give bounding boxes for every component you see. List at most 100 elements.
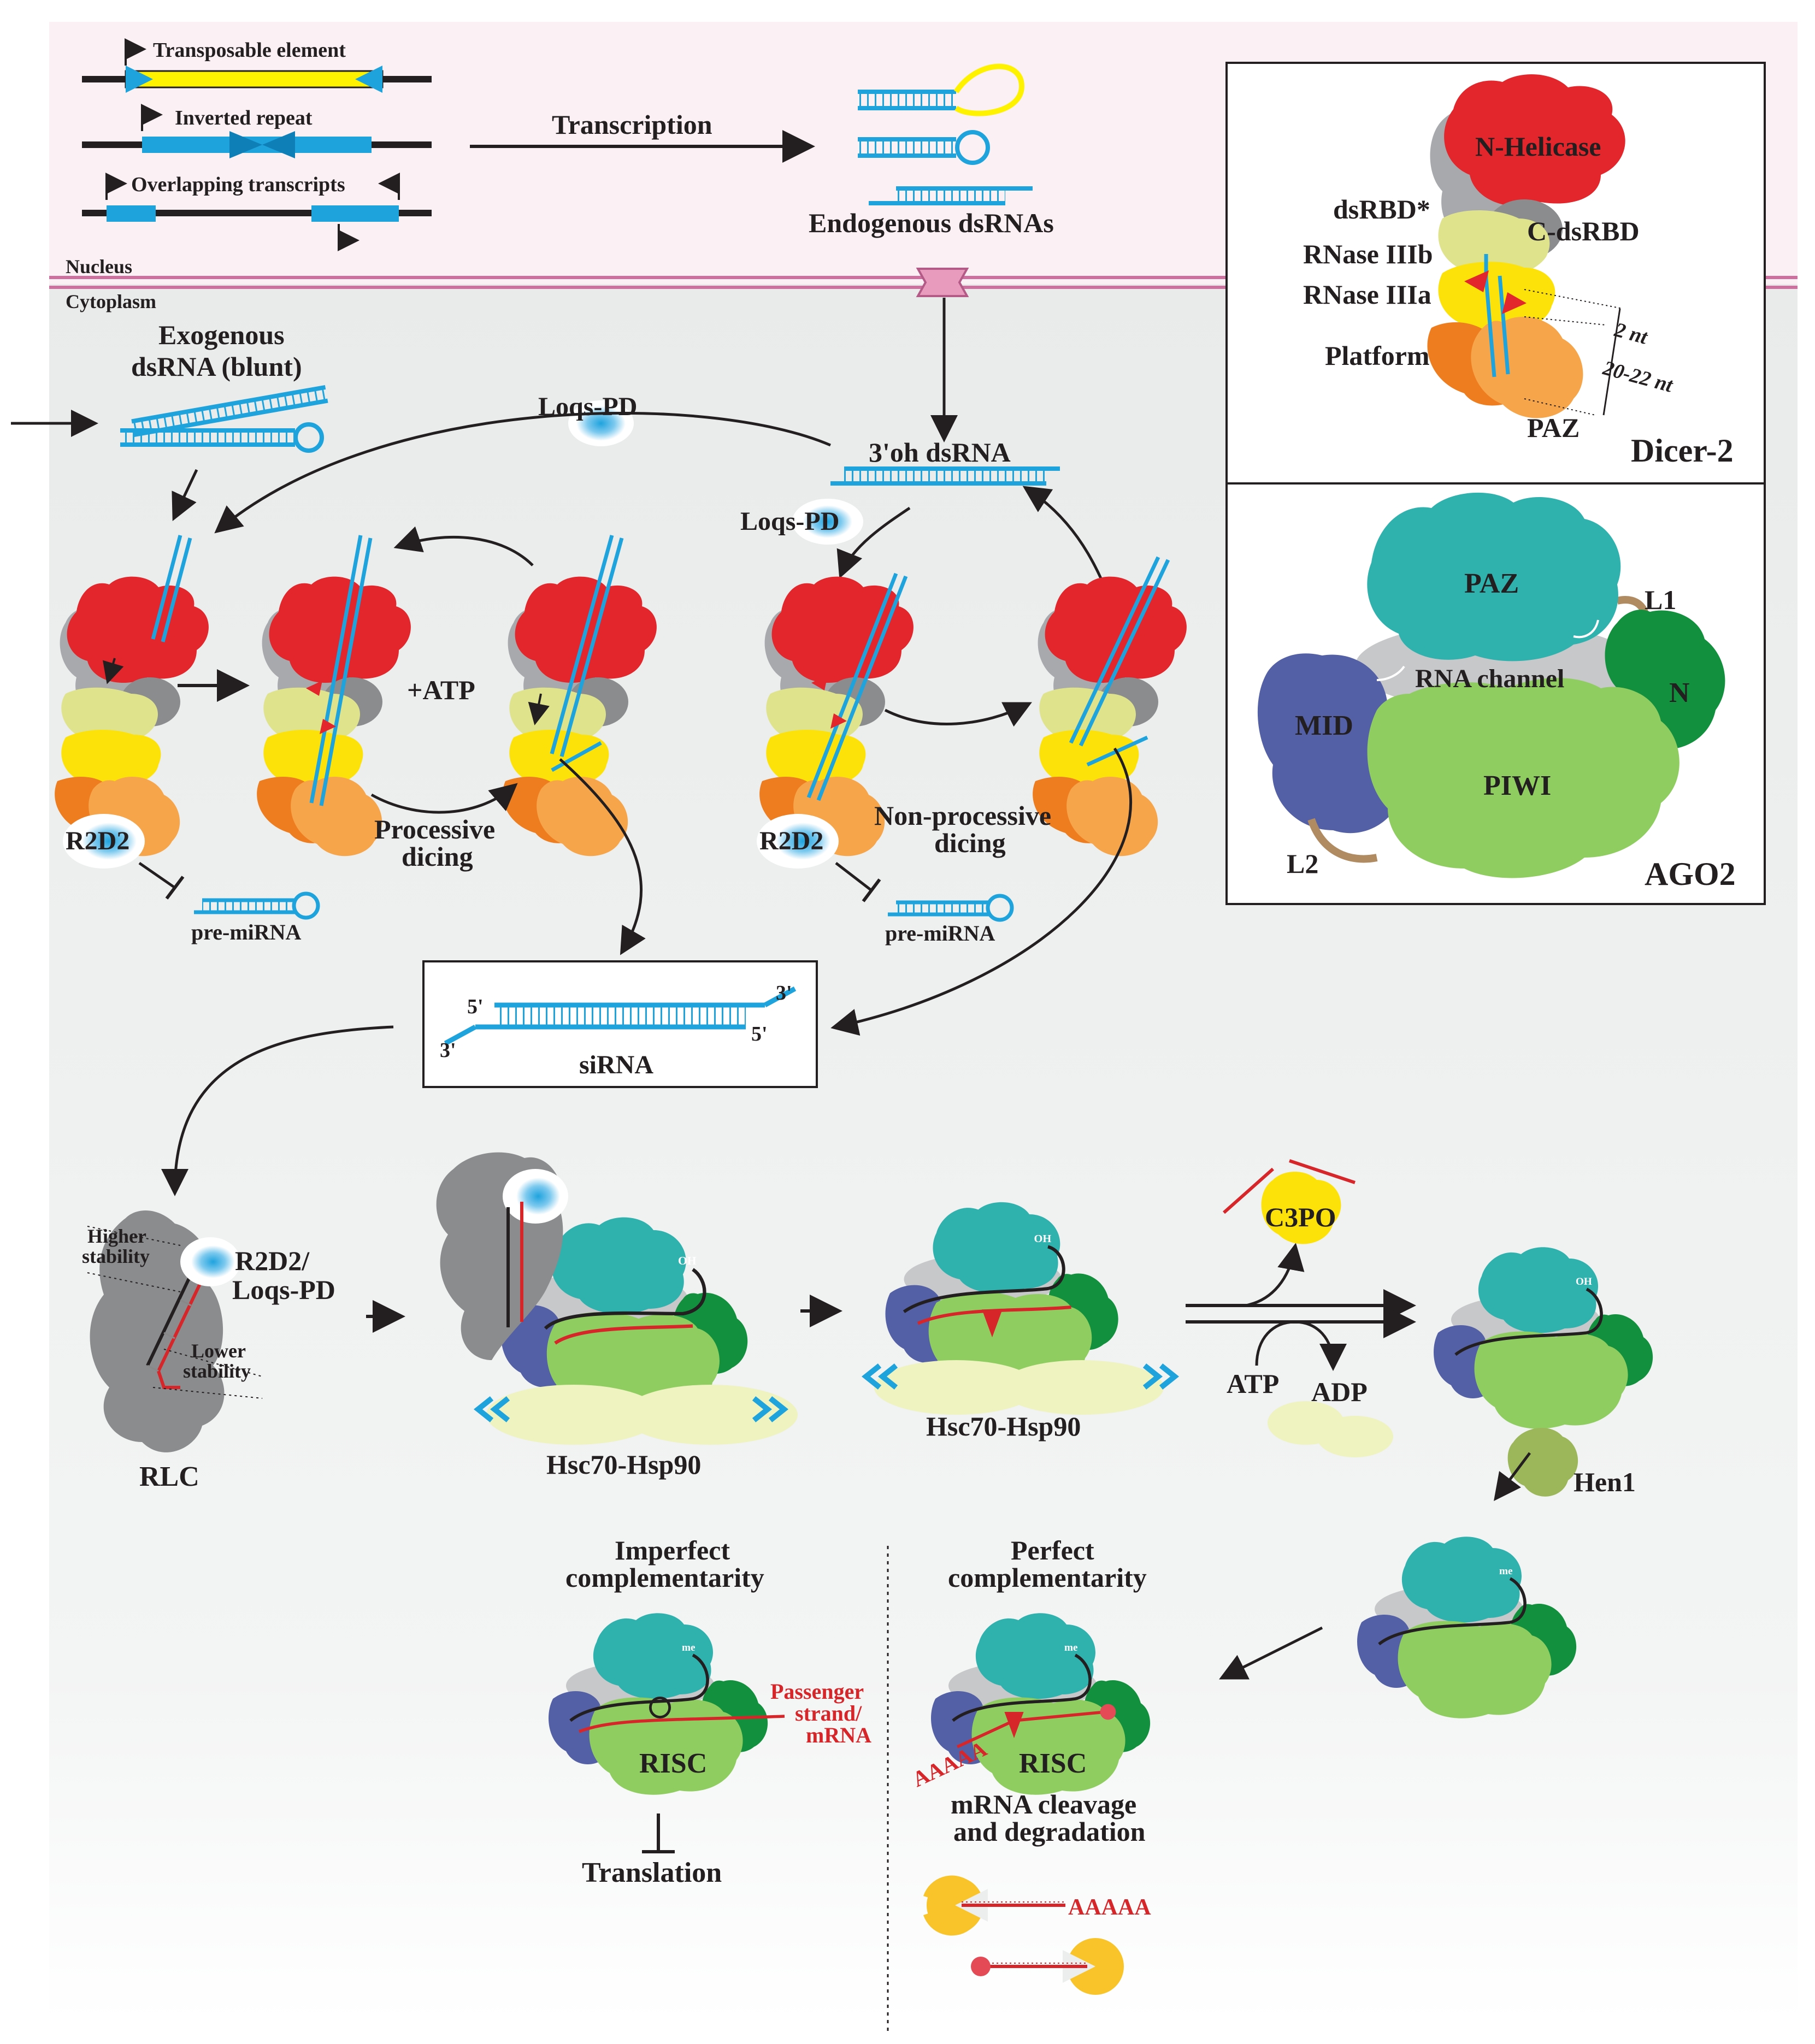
passenger-label-2: strand/	[795, 1701, 862, 1726]
sirna-box	[422, 960, 818, 1088]
r2d2-right-inhibition-bar	[862, 878, 881, 902]
exogenous-label-2: dsRNA (blunt)	[131, 351, 302, 382]
endogenous-dsrnas-label: Endogenous dsRNAs	[809, 208, 1054, 238]
rnase-iiia-label: RNase IIIa	[1303, 279, 1431, 310]
dicer4-to-dicer5-arrow	[884, 702, 1032, 727]
l2-label: L2	[1287, 848, 1318, 879]
dicer2-panel	[1225, 62, 1766, 485]
higher-stability-2: stability	[82, 1245, 150, 1267]
dsrbd-star-label: dsRBD*	[1333, 194, 1430, 225]
translation-label: Translation	[582, 1857, 722, 1888]
sirna-label: siRNA	[579, 1050, 653, 1079]
chaperone-2	[861, 1360, 1180, 1415]
r2d2-loqs-label-2: Loqs-PD	[232, 1274, 335, 1305]
me-marker-perfect: me	[1064, 1642, 1078, 1653]
polya-degradation: AAAAA	[1068, 1895, 1151, 1920]
passenger-label-1: Passenger	[770, 1679, 864, 1704]
me-marker: me	[1499, 1566, 1513, 1577]
loqs-pd-mid-cloud	[792, 499, 863, 545]
dicer-complex-4	[759, 572, 914, 856]
loqs-pd-to-dicer4-arrow	[836, 506, 911, 579]
rna-channel-label: RNA channel	[1415, 664, 1564, 693]
atp-plus-label: +ATP	[407, 675, 475, 705]
rlc-label: RLC	[139, 1461, 199, 1492]
ago-mature-complex: OH	[1434, 1247, 1653, 1429]
ago-paz-label: PAZ	[1464, 568, 1519, 599]
dicer3-to-dicer2-arrow	[393, 526, 534, 566]
imperfect-label-1: Imperfect	[615, 1535, 730, 1566]
r2d2-loqs-label-1: R2D2/	[235, 1245, 310, 1276]
endogenous-dsrnas-illustration	[858, 63, 1033, 205]
dicer-complex-5	[1033, 556, 1187, 856]
n-domain-label: N	[1669, 677, 1690, 708]
dicer2-to-dicer3-arrow	[370, 783, 518, 814]
pre-mirna-right	[888, 894, 1014, 922]
cleavage-label-2: and degradation	[953, 1816, 1146, 1847]
chaperone-2-label: Hsc70-Hsp90	[926, 1411, 1081, 1442]
risc-imperfect-label: RISC	[639, 1748, 707, 1779]
piwi-label: PIWI	[1483, 770, 1551, 801]
inverted-repeat-label: Inverted repeat	[175, 107, 313, 129]
platform-label: Platform	[1325, 340, 1430, 371]
r2d2-right-cloud	[757, 814, 839, 869]
oh-marker-loading: OH	[678, 1254, 697, 1267]
mid-label: MID	[1295, 710, 1353, 741]
ago-methylated-complex: me	[1357, 1537, 1577, 1718]
r2d2-left-label: R2D2	[66, 826, 129, 855]
transcription-label: Transcription	[552, 109, 712, 140]
adp-chaperone	[1268, 1401, 1393, 1457]
pre-mirna-right-label: pre-miRNA	[885, 921, 995, 946]
overlapping-transcripts-locus: Overlapping transcripts	[82, 173, 432, 251]
sirna-to-rlc-arrow	[161, 1025, 394, 1196]
r2d2-left-cloud	[63, 814, 145, 869]
processive-label-2: dicing	[402, 841, 473, 872]
transposable-element-label: Transposable element	[153, 39, 346, 62]
nonprocessive-label-2: dicing	[934, 828, 1006, 858]
overlapping-transcripts-label: Overlapping transcripts	[131, 173, 345, 196]
nonprocessive-label-1: Non-processive	[874, 800, 1051, 831]
loading-rlc-shape	[436, 1152, 568, 1360]
pre-mirna-left	[194, 891, 320, 920]
chaperone-1-label: Hsc70-Hsp90	[546, 1449, 701, 1480]
lower-stability-1: Lower	[191, 1340, 246, 1362]
oh-marker: OH	[1576, 1276, 1592, 1287]
dicer-complexes	[55, 535, 1187, 856]
hen1-label: Hen1	[1574, 1467, 1636, 1497]
risc-perfect-label: RISC	[1019, 1748, 1087, 1779]
rlc-complex	[87, 1210, 263, 1452]
inverted-repeat-locus: Inverted repeat	[82, 104, 432, 158]
r2d2-right-inhibition	[835, 862, 873, 891]
c3po-label: C3PO	[1265, 1202, 1336, 1232]
imperfect-label-2: complementarity	[565, 1562, 764, 1593]
hen1-blob	[1507, 1427, 1578, 1497]
nucleus-label: Nucleus	[66, 256, 132, 277]
risc-imperfect-complex: me	[549, 1613, 785, 1795]
higher-stability-1: Higher	[87, 1225, 146, 1247]
lower-stability-2: stability	[183, 1360, 251, 1382]
exogenous-label-1: Exogenous	[158, 320, 285, 350]
risc-perfect-complex: me	[931, 1613, 1151, 1795]
ago2-panel-title: AGO2	[1645, 856, 1736, 892]
chaperone-1	[473, 1385, 798, 1445]
cleavage-label-1: mRNA cleavage	[951, 1789, 1136, 1819]
processive-label-1: Processive	[374, 814, 495, 844]
c3po-complex	[1223, 1159, 1356, 1244]
perfect-label-1: Perfect	[1011, 1535, 1094, 1566]
transposable-element-locus: Transposable element	[82, 38, 432, 93]
l1-label: L1	[1645, 584, 1676, 615]
perfect-label-2: complementarity	[948, 1562, 1147, 1593]
to-hen1-arrow	[1494, 1452, 1531, 1501]
pre-mirna-left-label: pre-miRNA	[191, 920, 302, 944]
methylated-to-risc-arrow	[1219, 1626, 1323, 1680]
dicer-complex-1	[55, 535, 209, 856]
three-oh-dsrna-illustration	[830, 466, 1060, 486]
sirna-5prime-left: 5'	[467, 995, 484, 1018]
rnase-iiib-label: RNase IIIb	[1303, 239, 1433, 269]
sirna-3prime-right: 3'	[776, 982, 792, 1005]
sirna-5prime-right: 5'	[751, 1023, 768, 1045]
cytoplasm-label: Cytoplasm	[66, 291, 156, 312]
exonuclease-bottom	[971, 1938, 1124, 1995]
ago2-panel	[1225, 482, 1766, 905]
dicer5-to-sirna-arrow	[830, 747, 1133, 1036]
